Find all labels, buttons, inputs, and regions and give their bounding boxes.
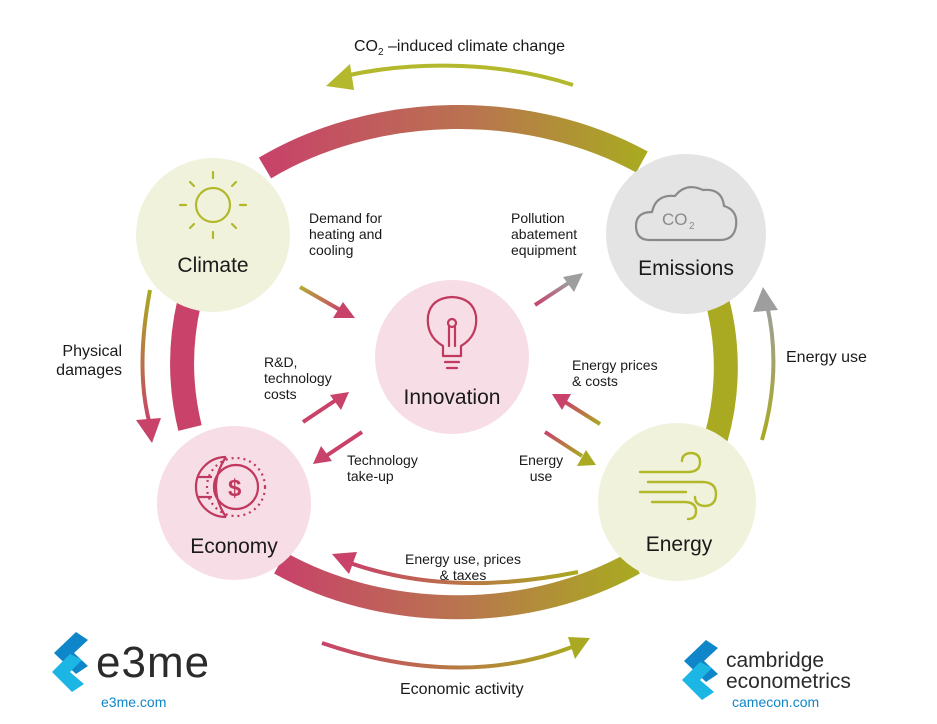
energy-title: Energy <box>645 533 713 556</box>
arrow-demand-heating-cooling <box>299 285 355 318</box>
arrow-economic-activity <box>321 637 590 670</box>
e3me-logo-url[interactable]: e3me.com <box>101 694 167 710</box>
emissions-title: Emissions <box>638 257 734 280</box>
co2-cloud-icon: CO 2 <box>634 185 738 242</box>
arrow-energy-use-inner <box>543 430 596 466</box>
dollar-globe-icon: $ <box>194 455 267 519</box>
svg-text:CO: CO <box>662 210 688 229</box>
arrow-energy-use-prices-taxes <box>332 552 579 586</box>
rd-technology-costs-label: R&D, technology costs <box>264 354 332 402</box>
arrow-physical-damages <box>136 289 161 443</box>
svg-text:2: 2 <box>689 221 695 232</box>
camecon-logo-name-line2: econometrics <box>726 670 851 693</box>
sun-icon <box>178 170 248 240</box>
ring-segment-climate-emissions <box>258 105 648 179</box>
ring-segment-emissions-energy <box>703 289 738 442</box>
energy-use-prices-taxes-label: Energy use, prices & taxes <box>405 551 521 583</box>
camecon-logo-mark <box>682 640 718 700</box>
arrow-energy-prices-costs <box>552 394 602 426</box>
lightbulb-icon <box>426 295 478 370</box>
arrow-pollution-abatement <box>533 273 583 307</box>
ring-segment-energy-economy <box>274 552 640 620</box>
camecon-logo-name-line1: cambridge <box>726 649 825 672</box>
climate-title: Climate <box>177 254 249 277</box>
energy-use-inner-label: Energy use <box>518 452 564 484</box>
camecon-logo-url[interactable]: camecon.com <box>732 694 820 710</box>
e3me-logo-name: e3me <box>96 638 211 687</box>
energy-use-right-label: Energy use <box>786 349 867 366</box>
main-cycle-ring <box>170 105 738 620</box>
svg-text:$: $ <box>228 475 242 502</box>
co2-induced-climate-change-label: CO2 –induced climate change <box>354 38 566 59</box>
energy-prices-costs-label: Energy prices & costs <box>572 357 658 389</box>
innovation-title: Innovation <box>403 386 501 409</box>
physical-damages-label: Physical damages <box>56 343 122 379</box>
demand-heating-cooling-label: Demand for heating and cooling <box>309 210 383 258</box>
emissions-node <box>606 154 766 314</box>
arrow-rd-technology-costs <box>301 392 349 424</box>
arrow-technology-takeup <box>313 430 364 464</box>
economic-activity-label: Economic activity <box>400 681 524 698</box>
arrow-co2-climate-change <box>326 63 574 90</box>
technology-takeup-label: Technology take-up <box>347 452 418 484</box>
economy-node <box>157 426 311 580</box>
economy-title: Economy <box>190 535 278 558</box>
wind-icon <box>638 451 718 521</box>
e3me-logo-mark <box>52 632 88 692</box>
pollution-abatement-label: Pollution abatement equipment <box>511 210 578 258</box>
ring-segment-economy-climate <box>170 300 202 431</box>
arrow-energy-use-right <box>753 287 778 441</box>
